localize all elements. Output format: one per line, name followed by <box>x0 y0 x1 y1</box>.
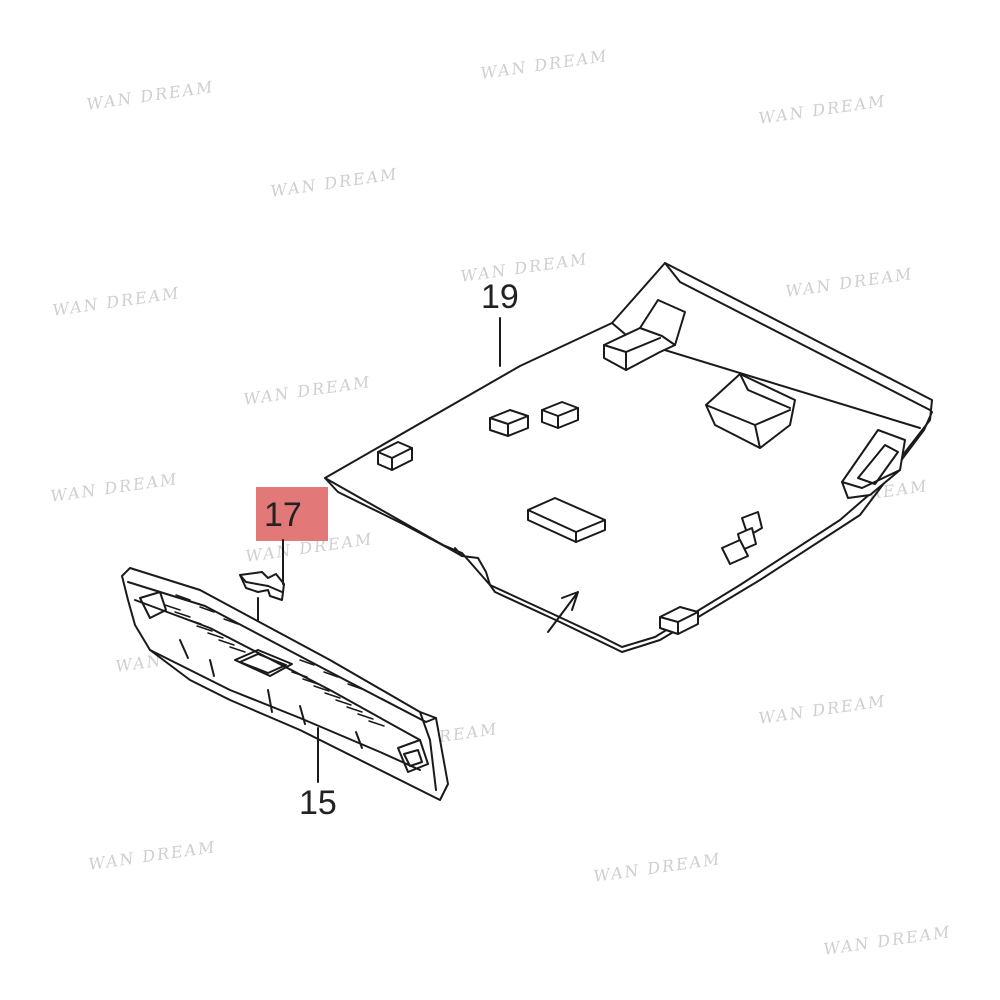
callout-17: 17 <box>264 496 302 534</box>
panel-block <box>541 401 579 429</box>
clip-part <box>239 571 285 601</box>
panel-block <box>377 441 413 471</box>
callout-19: 19 <box>481 278 519 316</box>
scuff-plate <box>121 567 449 801</box>
panel-block <box>721 511 763 565</box>
panel-block <box>489 409 529 437</box>
roof-panel <box>324 262 933 653</box>
callout-15: 15 <box>299 784 337 822</box>
callout-highlight <box>256 487 328 541</box>
panel-mount-middle <box>705 373 796 449</box>
panel-pad <box>527 497 606 543</box>
panel-mount-right <box>841 429 906 499</box>
panel-block <box>659 606 699 635</box>
panel-mount-left <box>603 299 686 371</box>
